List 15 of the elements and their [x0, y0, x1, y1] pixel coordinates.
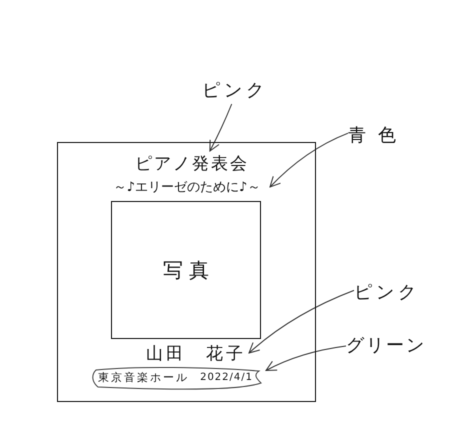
leader-arrow [209, 104, 232, 152]
event-subtitle: ～♪エリーゼのために♪～ [103, 178, 271, 198]
color-note: ピンク [354, 280, 422, 306]
photo-frame: 写真 [111, 201, 261, 339]
color-note: ピンク [202, 78, 268, 104]
leader-arrow [248, 290, 354, 354]
venue-name: 東京音楽ホール [98, 371, 189, 385]
event-title: ピアノ発表会 [129, 152, 255, 176]
leader-arrow [270, 132, 348, 188]
leader-arrow [266, 346, 346, 371]
color-note: 青色 [348, 122, 412, 150]
event-date: 2022/4/1 [200, 371, 253, 385]
color-note: グリーン [346, 333, 432, 359]
performer-name: 山田 花子 [142, 343, 250, 365]
card-frame [57, 142, 316, 402]
